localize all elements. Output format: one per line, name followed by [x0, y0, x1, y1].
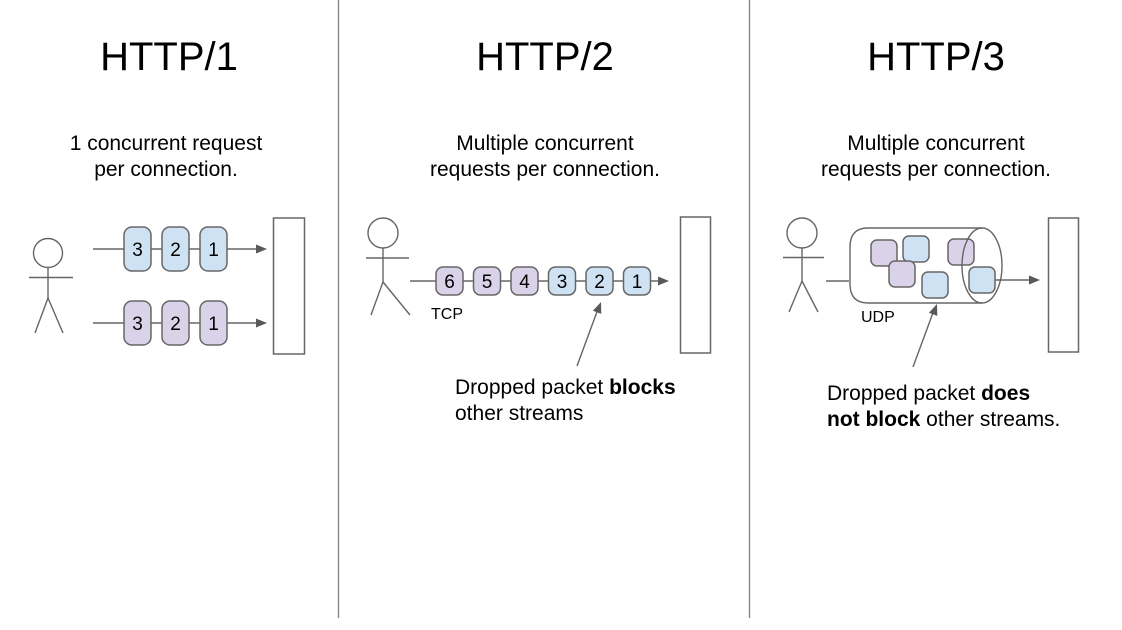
packet-label: 3: [557, 272, 568, 293]
http3-dropped-packet-note: Dropped packet does not block other stre…: [827, 381, 1060, 433]
packet-label: 5: [482, 272, 493, 293]
http1-server-box: [272, 217, 306, 355]
http3-subtitle: Multiple concurrent requests per connect…: [750, 131, 1122, 183]
http3-dropped-packet-arrow: [912, 304, 938, 368]
subtitle-line: requests per connection.: [821, 158, 1051, 181]
packet-label: 2: [170, 240, 181, 261]
tunnel-opening: [961, 227, 1003, 304]
packet-label: 4: [519, 272, 530, 293]
arrowhead-icon: [256, 244, 267, 254]
packet-label: 1: [208, 240, 219, 261]
http2-subtitle: Multiple concurrent requests per connect…: [340, 131, 750, 183]
subtitle-line: 1 concurrent request: [69, 132, 263, 155]
packet-label: 3: [132, 314, 143, 335]
packet: [472, 266, 502, 296]
http3-client-stick-figure: [783, 217, 824, 313]
packet: [921, 271, 949, 299]
http3-title: HTTP/3: [867, 35, 1005, 79]
subtitle-line: per connection.: [94, 158, 238, 181]
http1-request-row-1: 3 2 1: [123, 226, 228, 272]
http1-title: HTTP/1: [100, 35, 238, 79]
packet-label: 2: [170, 314, 181, 335]
note-text-segment-bold: blocks: [609, 376, 676, 399]
packet: [510, 266, 539, 296]
note-line: Dropped packet blocks: [455, 375, 676, 401]
packet: [622, 266, 652, 296]
arrowhead-icon: [928, 304, 938, 316]
arrowhead-icon: [658, 276, 669, 286]
packet-label: 2: [594, 272, 605, 293]
note-text-segment: Dropped packet: [455, 376, 610, 399]
packet-label: 1: [208, 314, 219, 335]
packet: [123, 226, 152, 272]
subtitle-line: requests per connection.: [430, 158, 660, 181]
packet: [902, 235, 930, 263]
packet: [947, 238, 975, 266]
packet: [199, 226, 228, 272]
packet: [585, 266, 614, 296]
http2-client-stick-figure: [366, 217, 411, 316]
note-line: other streams: [455, 401, 676, 427]
http1-request-row-2: 3 2 1: [123, 300, 228, 346]
http1-client-stick-figure: [29, 237, 73, 334]
http2-title: HTTP/2: [476, 35, 614, 79]
arrowhead-icon: [256, 318, 267, 328]
note-text-segment: other streams: [455, 402, 584, 425]
packet-label: 6: [444, 272, 455, 293]
packet: [547, 266, 577, 296]
note-text-segment-bold: does: [981, 382, 1031, 405]
packet: [199, 300, 228, 346]
http3-server-box: [1047, 217, 1080, 353]
http2-packet-queue: 6 5 4 3 2 1: [435, 266, 652, 296]
packet: [123, 300, 152, 346]
http3-exit-arrow: [995, 275, 1040, 285]
packet-label: 3: [132, 240, 143, 261]
http1-subtitle: 1 concurrent request per connection.: [0, 131, 332, 183]
packet: [161, 226, 190, 272]
http2-dropped-packet-note: Dropped packet blocks other streams: [455, 375, 676, 427]
note-text-segment: other streams.: [920, 408, 1061, 431]
arrowhead-icon: [1029, 275, 1040, 285]
packet: [870, 239, 898, 267]
packet-label: 1: [632, 272, 643, 293]
http3-protocol-label: UDP: [861, 309, 895, 326]
subtitle-line: Multiple concurrent: [847, 132, 1025, 155]
note-text-segment-bold: not block: [827, 408, 921, 431]
packet: [161, 300, 190, 346]
http2-dropped-packet-arrow: [576, 302, 602, 367]
note-line: Dropped packet does: [827, 381, 1060, 407]
packet: [435, 266, 464, 296]
subtitle-line: Multiple concurrent: [456, 132, 634, 155]
http3-packet-cluster: [870, 235, 975, 299]
packet: [968, 266, 996, 294]
note-text-segment: Dropped packet: [827, 382, 982, 405]
http2-protocol-label: TCP: [431, 306, 463, 323]
note-line: not block other streams.: [827, 407, 1060, 433]
arrowhead-icon: [592, 302, 602, 314]
udp-tunnel: [849, 227, 982, 304]
packet: [888, 260, 916, 288]
http2-server-box: [679, 216, 712, 354]
